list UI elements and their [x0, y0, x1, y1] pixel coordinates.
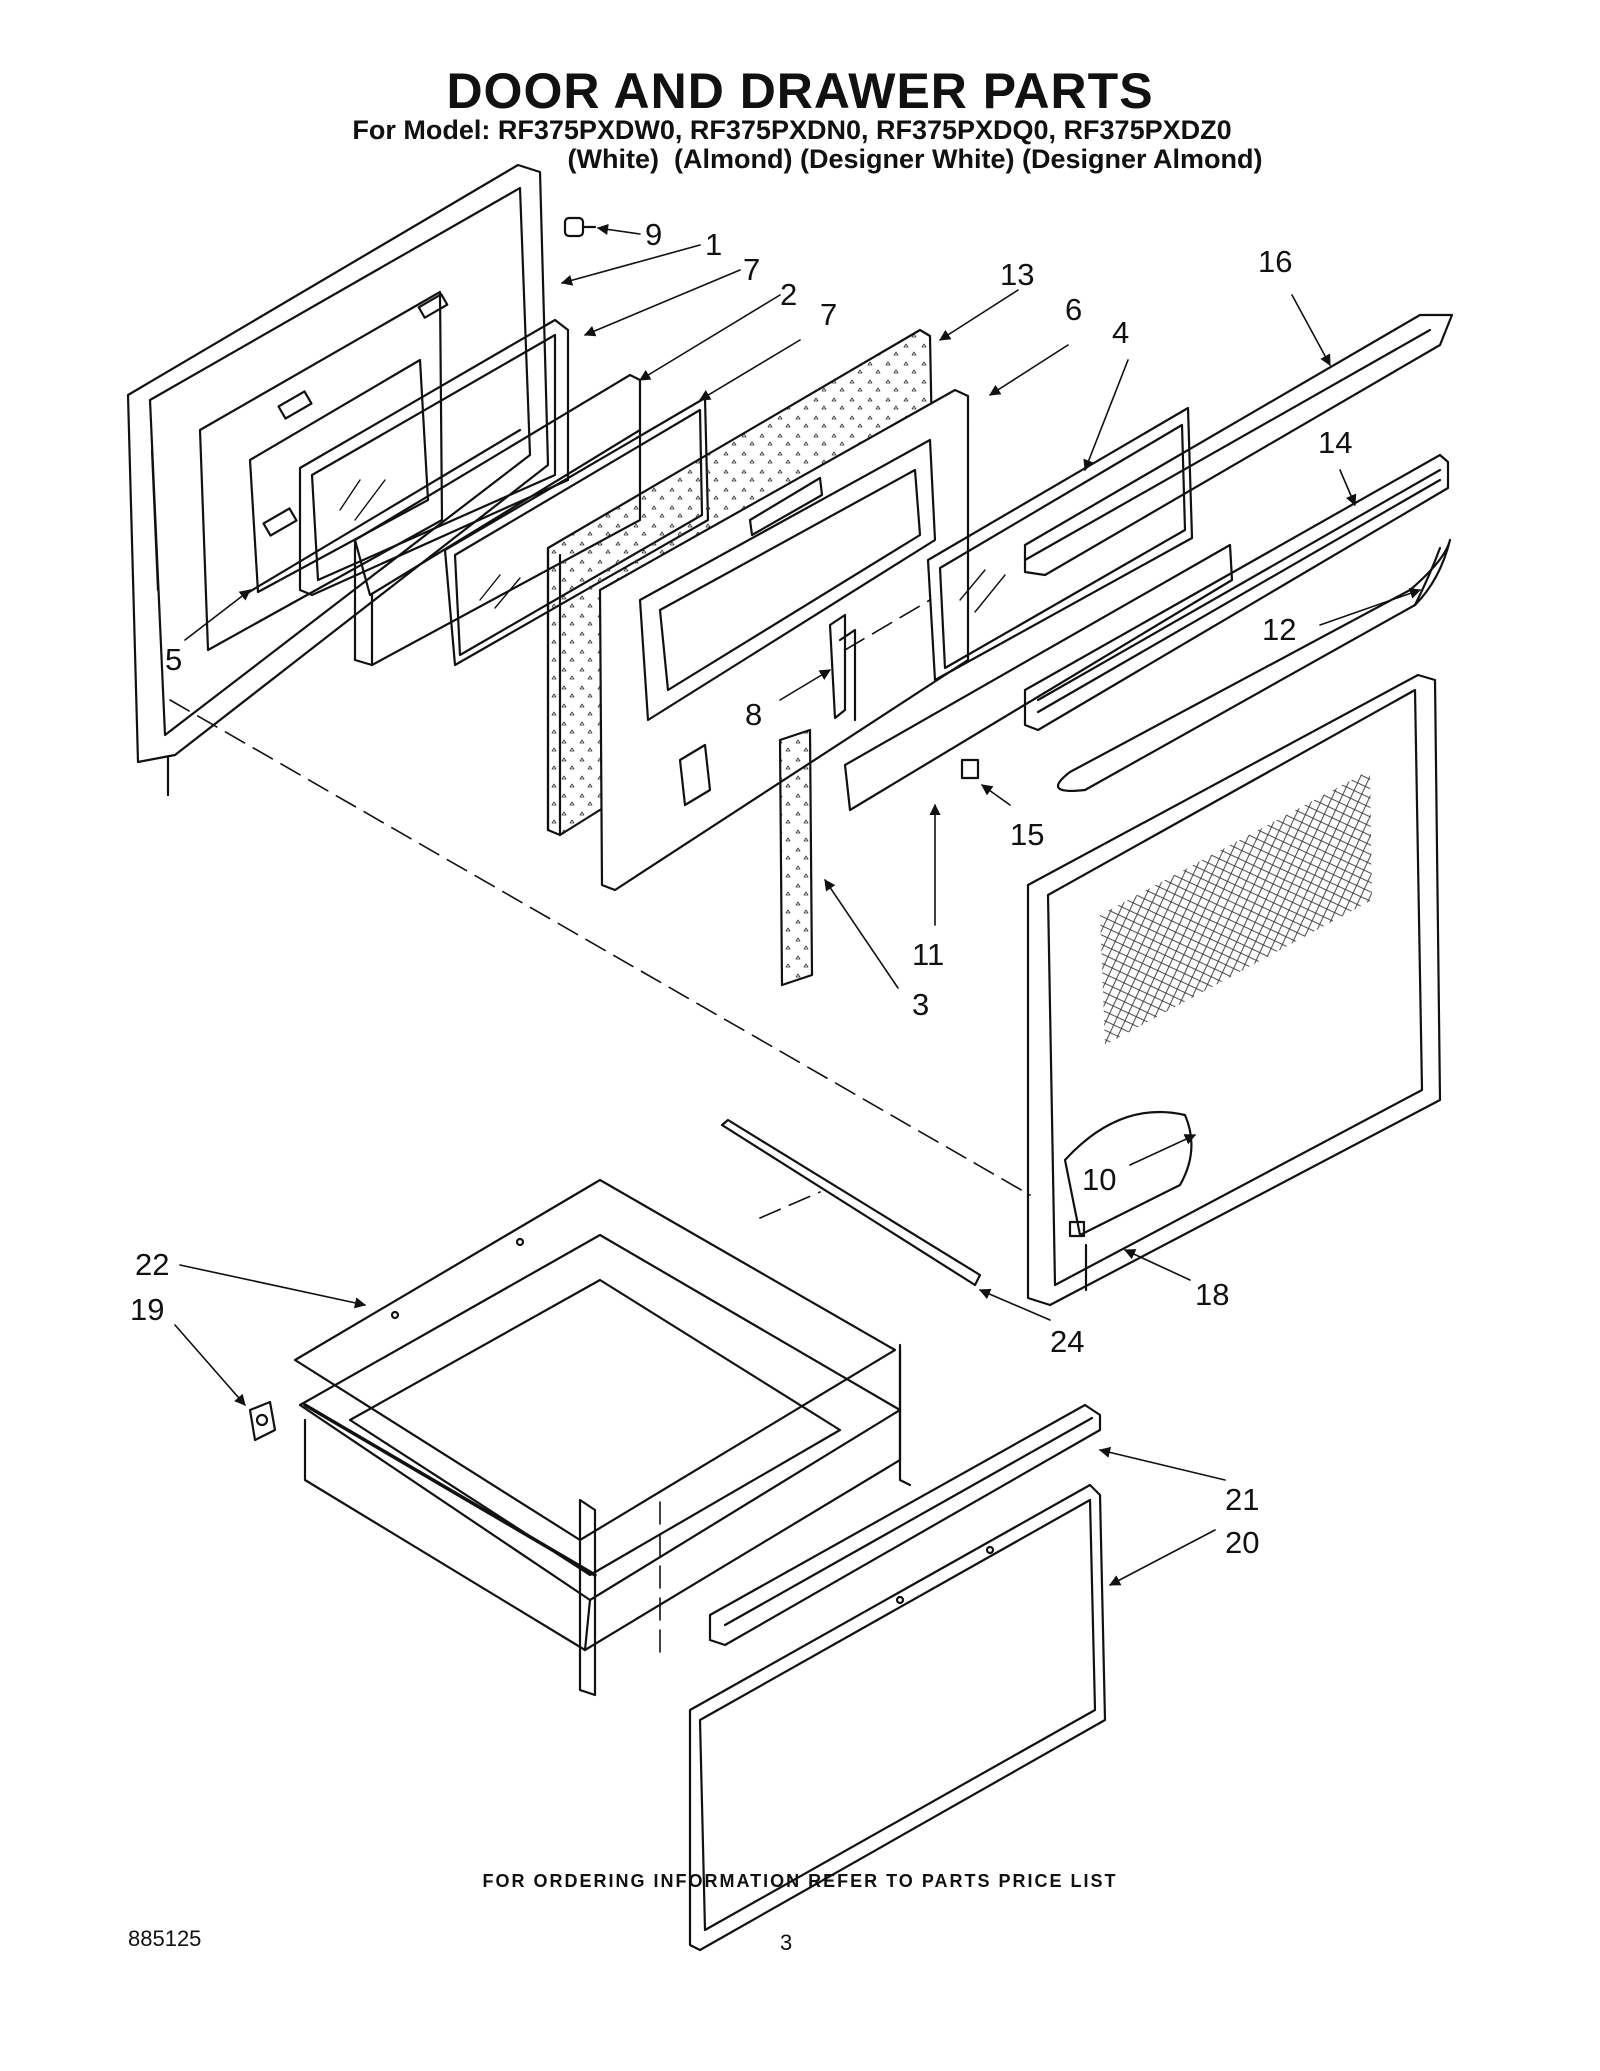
callout-3: 3 — [912, 987, 929, 1022]
side-insulation-strip — [778, 728, 814, 987]
storage-drawer — [293, 1178, 912, 1697]
vent-trim — [1023, 453, 1450, 732]
callout-11: 11 — [912, 937, 944, 972]
screw — [563, 216, 597, 238]
document-number: 885125 — [128, 1926, 202, 1951]
vent-strip — [843, 543, 1234, 812]
outer-door-panel — [1026, 673, 1442, 1307]
callout-16: 16 — [1258, 244, 1292, 279]
handle-clip — [960, 758, 980, 780]
callout-7-upper: 7 — [743, 252, 760, 287]
drawer-top-trim — [708, 1403, 1102, 1647]
page-title: DOOR AND DRAWER PARTS — [446, 63, 1154, 119]
ordering-note: FOR ORDERING INFORMATION REFER TO PARTS … — [482, 1871, 1118, 1891]
page-number: 3 — [780, 1930, 793, 1955]
callout-6: 6 — [1065, 292, 1082, 327]
callout-1: 1 — [705, 227, 722, 262]
callout-14: 14 — [1318, 425, 1352, 460]
callout-7-lower: 7 — [820, 297, 837, 332]
callout-13: 13 — [1000, 257, 1034, 292]
callout-20: 20 — [1225, 1525, 1259, 1560]
callout-24: 24 — [1050, 1324, 1084, 1359]
callout-18: 18 — [1195, 1277, 1229, 1312]
inner-glass-pane-upper — [298, 318, 570, 597]
inner-door-liner — [598, 388, 970, 892]
callout-15: 15 — [1010, 817, 1044, 852]
callout-5: 5 — [165, 642, 182, 677]
callout-2: 2 — [780, 277, 797, 312]
callout-labels: 9 1 7 2 7 13 6 4 16 14 12 5 8 15 11 3 10… — [130, 217, 1352, 1560]
model-info: For Model: RF375PXDW0, RF375PXDN0, RF375… — [0, 116, 1600, 174]
callout-8: 8 — [745, 697, 762, 732]
callout-leaders — [174, 223, 1422, 1586]
drawer-front-panel — [688, 1483, 1107, 1952]
window-glass — [926, 406, 1194, 682]
callout-21: 21 — [1225, 1482, 1259, 1517]
callout-10: 10 — [1082, 1162, 1116, 1197]
callout-22: 22 — [135, 1247, 169, 1282]
outer-door-frame — [126, 163, 550, 797]
callout-4: 4 — [1112, 315, 1129, 350]
drawer-glide — [248, 1400, 277, 1442]
callout-9: 9 — [645, 217, 662, 252]
door-handle — [1056, 538, 1452, 792]
hinge-bracket — [828, 613, 857, 722]
callout-19: 19 — [130, 1292, 164, 1327]
callout-12: 12 — [1262, 612, 1296, 647]
color-line: (White) (Almond) (Designer White) (Desig… — [567, 144, 1263, 174]
model-line: For Model: RF375PXDW0, RF375PXDN0, RF375… — [352, 115, 1232, 145]
drawer-rail — [720, 1118, 982, 1287]
top-trim — [1023, 313, 1454, 577]
